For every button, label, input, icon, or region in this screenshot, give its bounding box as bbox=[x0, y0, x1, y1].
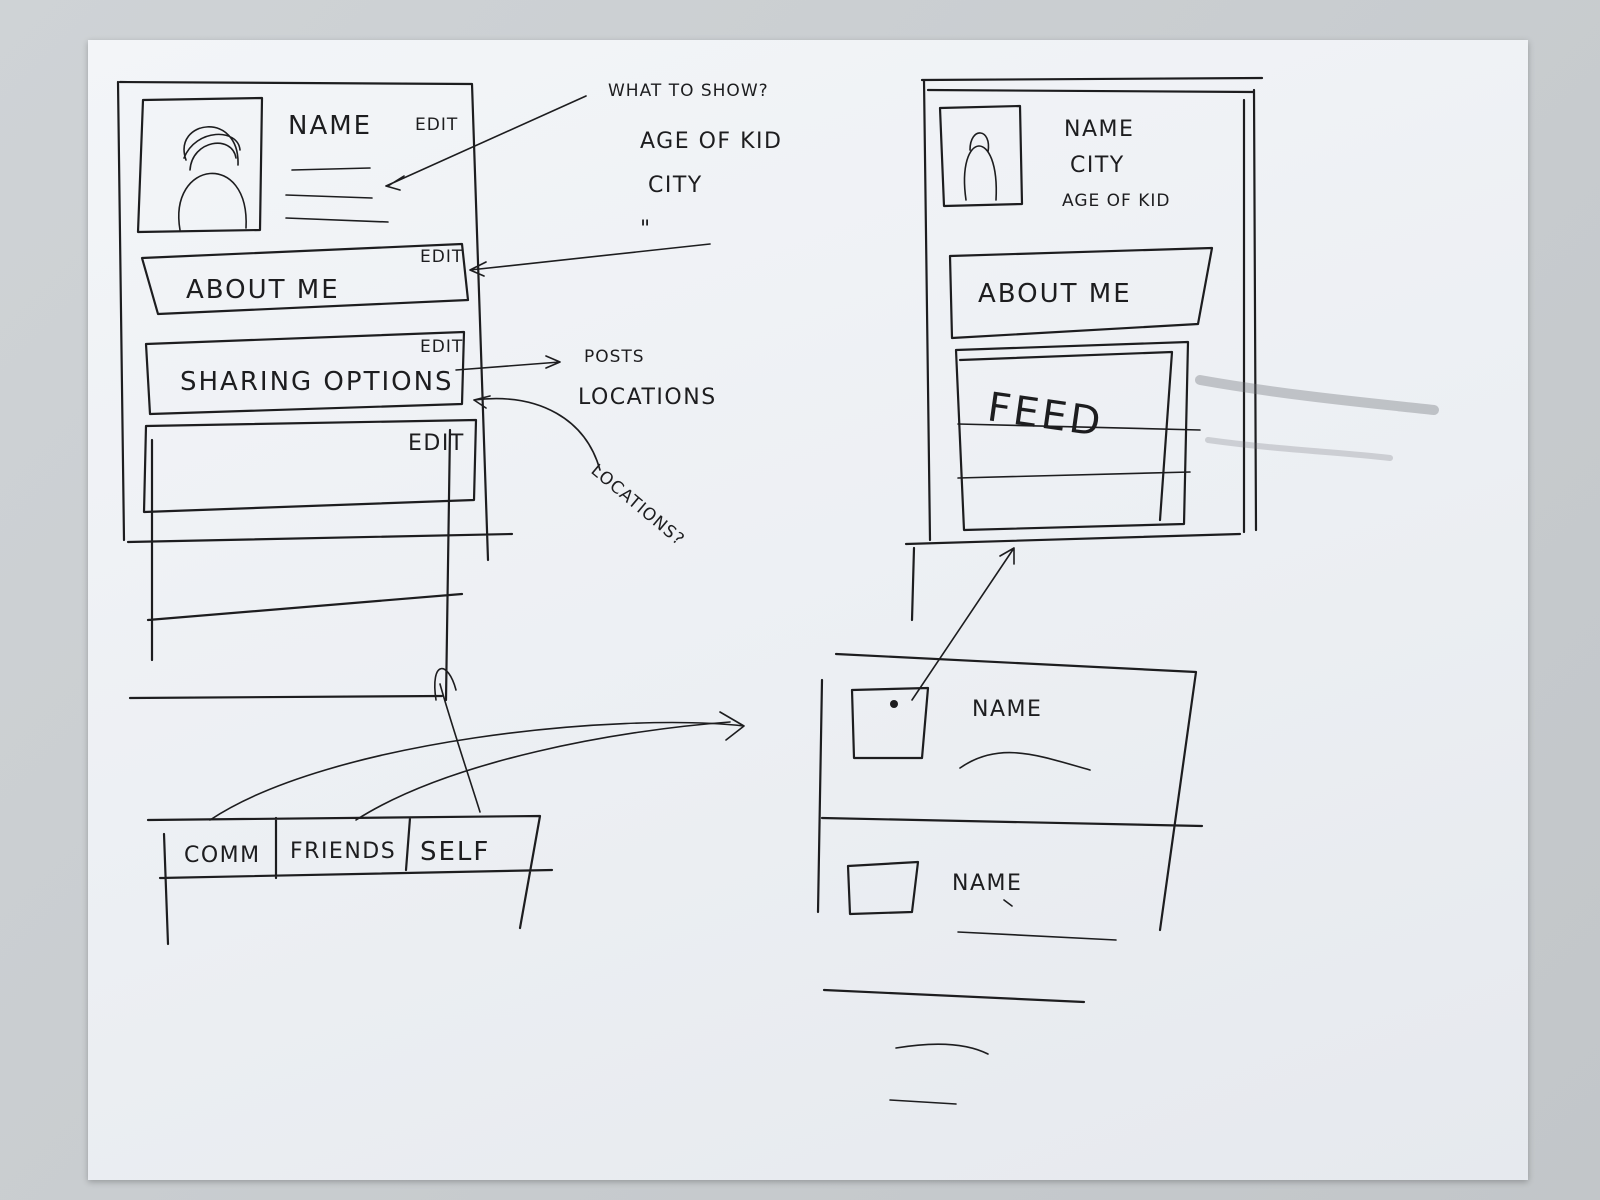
detail-item-2-name: NAME bbox=[952, 871, 1022, 896]
tab-self: SELF bbox=[420, 837, 490, 867]
detail-sketch: NAME NAME bbox=[816, 652, 1204, 1105]
bottom-tabs: COMM FRIENDS SELF bbox=[146, 814, 554, 946]
sketch-paper: NAME EDIT ABOUT ME EDIT SHARING OPTIONS … bbox=[88, 40, 1528, 1180]
right-feed-label: FEED bbox=[985, 384, 1107, 446]
note-age-of-kid: AGE OF KID bbox=[640, 129, 782, 154]
note-locations: LOCATIONS bbox=[578, 385, 717, 410]
sharing-edit-label: EDIT bbox=[420, 337, 463, 357]
sharing-options-section: SHARING OPTIONS EDIT bbox=[144, 330, 466, 416]
about-edit-label: EDIT bbox=[420, 247, 463, 267]
avatar-right bbox=[938, 104, 1024, 208]
about-me-label: ABOUT ME bbox=[186, 275, 340, 305]
detail-item-1-name: NAME bbox=[972, 697, 1042, 722]
note-city: CITY bbox=[648, 173, 703, 198]
right-profile-age: AGE OF KID bbox=[1062, 191, 1170, 211]
tab-comm: COMM bbox=[184, 843, 261, 868]
right-about-me-section: ABOUT ME bbox=[948, 246, 1214, 340]
right-profile-name: NAME bbox=[1064, 117, 1134, 142]
tab-friends: FRIENDS bbox=[290, 839, 396, 864]
right-feed-section: FEED bbox=[954, 340, 1201, 532]
wireframe-sketch: NAME EDIT ABOUT ME EDIT SHARING OPTIONS … bbox=[116, 76, 1439, 1105]
note-posts: POSTS bbox=[584, 347, 645, 367]
note-what-to-show: WHAT TO SHOW? bbox=[608, 81, 769, 101]
detail-item-2: NAME bbox=[846, 860, 1117, 941]
annotations: WHAT TO SHOW? AGE OF KID CITY " POSTS LO… bbox=[385, 81, 782, 551]
profile-name: NAME bbox=[288, 111, 372, 141]
note-locations-question: LOCATIONS? bbox=[587, 461, 689, 551]
note-ditto: " bbox=[640, 217, 652, 242]
right-phone-sketch: NAME CITY AGE OF KID ABOUT ME FEED bbox=[904, 76, 1439, 622]
right-about-me-label: ABOUT ME bbox=[978, 279, 1132, 309]
right-profile-city: CITY bbox=[1070, 153, 1125, 178]
feed-edit-label: EDIT bbox=[408, 431, 465, 456]
sharing-options-label: SHARING OPTIONS bbox=[180, 367, 454, 397]
avatar bbox=[136, 96, 264, 234]
profile-edit-label: EDIT bbox=[415, 115, 458, 135]
detail-item-1: NAME bbox=[850, 686, 1091, 771]
feed-section: EDIT bbox=[128, 418, 478, 702]
left-phone-sketch: NAME EDIT ABOUT ME EDIT SHARING OPTIONS … bbox=[116, 80, 745, 946]
about-me-section: ABOUT ME EDIT bbox=[140, 242, 470, 316]
